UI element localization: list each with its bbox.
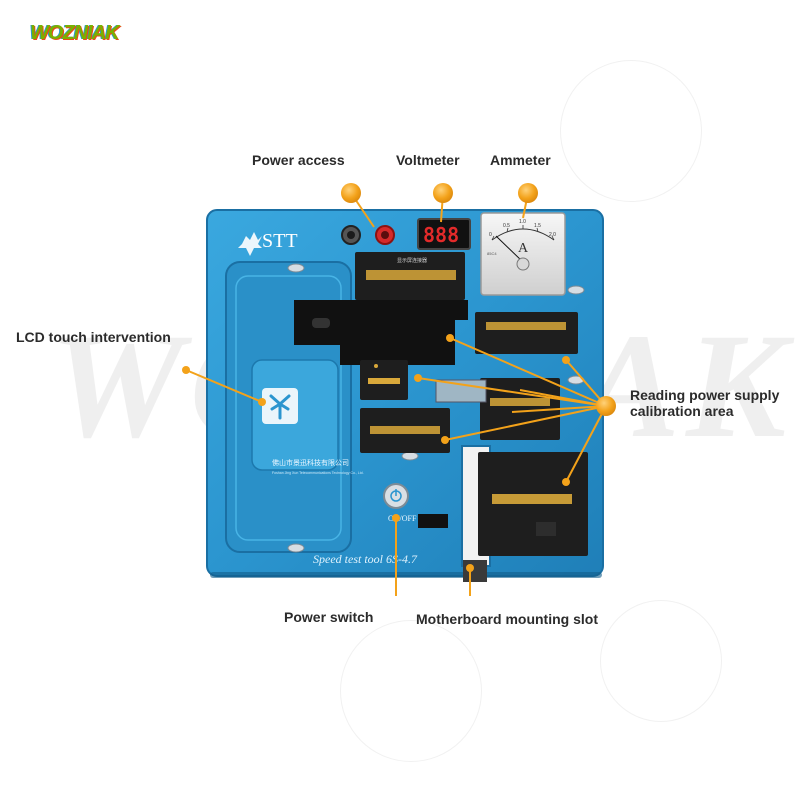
motherboard-bottom-connector [463, 560, 487, 582]
voltmeter-digits: 888 [423, 223, 459, 247]
display-connector-label: 显示屏连接器 [397, 257, 427, 264]
display-connector-pins [366, 270, 456, 280]
connector-board-left-pins [370, 426, 440, 434]
ammeter-scale-ticks [491, 225, 555, 241]
connector-board-right-top-pins [486, 322, 566, 330]
stt-flower-icon [269, 394, 291, 420]
motherboard-chip [536, 522, 556, 536]
motherboard-pins [492, 494, 572, 504]
power-switch-label: ON/OFF [388, 514, 417, 523]
screws [287, 263, 585, 553]
callout-markers [182, 183, 616, 572]
background-ring [560, 60, 702, 202]
connector-board-right-mid-pins [490, 398, 550, 406]
plate-shadow [210, 572, 602, 578]
fixture-clamp [435, 379, 487, 403]
ammeter-needle [495, 235, 524, 263]
callout-reading-power: Reading power supply calibration area [630, 387, 780, 419]
background-ring [600, 600, 722, 722]
flex-connector-left [418, 514, 448, 528]
ammeter-scale-4: 2.0 [549, 232, 556, 238]
callout-power-access: Power access [252, 152, 345, 168]
dot-1 [446, 334, 454, 342]
ammeter-pivot [516, 257, 530, 271]
ammeter-model: 85C4 [487, 251, 497, 256]
dot-3 [562, 356, 570, 364]
ammeter-scale-3: 1.5 [534, 223, 541, 229]
callout-motherboard-slot: Motherboard mounting slot [416, 611, 598, 627]
dot-4 [441, 436, 449, 444]
ammeter-scale-1: 0.5 [503, 223, 510, 229]
model-text: Speed test tool 6S-4.7 [313, 552, 418, 566]
marker-ammeter [518, 183, 538, 203]
connector-board-right-top [475, 312, 578, 354]
lcd-recess-inner [235, 275, 342, 541]
dot-2 [414, 374, 422, 382]
marker-voltmeter [433, 183, 453, 203]
callout-voltmeter: Voltmeter [396, 152, 460, 168]
voltmeter-display [417, 218, 471, 250]
center-flex [294, 300, 468, 365]
power-sockets [341, 225, 395, 245]
brand-text: STT [262, 230, 298, 252]
dot-5 [562, 478, 570, 486]
company-label-en: Foshan Jing Xun Telecommunications Techn… [272, 471, 364, 475]
ammeter-scale-0: 0 [489, 232, 492, 238]
callout-ammeter: Ammeter [490, 152, 551, 168]
stt-brand [238, 232, 262, 256]
center-flex-slot [312, 318, 330, 328]
background-ring [340, 620, 482, 762]
brand-logo: WOZNIAK [30, 22, 120, 44]
marker-lcd [182, 366, 190, 374]
callout-lines [185, 192, 607, 483]
dot-lcd [258, 398, 266, 406]
marker-power-access [341, 183, 361, 203]
company-label-cn: 佛山市景迅科技有限公司 [272, 458, 349, 467]
marker-reading-power [596, 396, 616, 416]
ammeter-scale-arc [491, 228, 555, 241]
ammeter-scale-2: 1.0 [519, 219, 526, 225]
ammeter-unit: A [518, 241, 529, 256]
callout-power-switch: Power switch [284, 609, 374, 625]
small-board-pins [368, 378, 400, 384]
stt-star-icon [238, 232, 262, 256]
callout-lcd-touch: LCD touch intervention [16, 329, 171, 345]
